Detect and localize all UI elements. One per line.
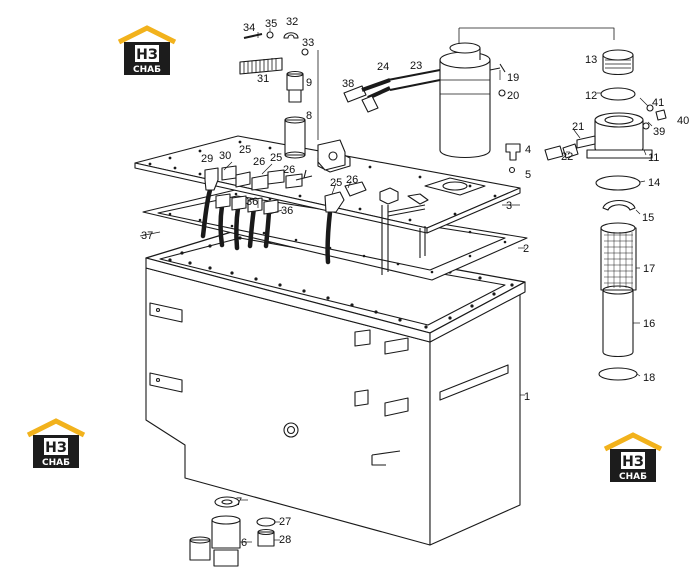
callout-4: 4 — [525, 144, 531, 156]
roof-icon — [26, 418, 86, 438]
drain-plug-assembly — [189, 496, 276, 567]
callout-40: 40 — [677, 115, 689, 127]
callout-39: 39 — [653, 126, 665, 138]
callout-3: 3 — [506, 200, 512, 212]
logo-mark: НЗ СНАБ — [117, 25, 177, 75]
callout-27: 27 — [279, 516, 291, 528]
callout-26c: 26 — [346, 174, 358, 186]
logo-watermark-mid-left: НЗ СНАБ — [25, 418, 87, 470]
callout-2: 2 — [523, 243, 529, 255]
logo-mark: НЗ СНАБ — [26, 418, 86, 468]
callout-15: 15 — [642, 212, 654, 224]
callout-28: 28 — [279, 534, 291, 546]
hose-assemblies — [200, 165, 367, 265]
logo-word: СНАБ — [619, 472, 647, 482]
logo-mark-text: НЗ — [136, 47, 158, 63]
callout-26b: 26 — [283, 164, 295, 176]
callout-16: 16 — [643, 318, 655, 330]
breather-assembly — [239, 31, 346, 171]
callout-6: 6 — [241, 537, 247, 549]
callout-13: 13 — [585, 54, 597, 66]
logo-mark-text: НЗ — [622, 454, 644, 470]
callout-18: 18 — [643, 372, 655, 384]
callout-17: 17 — [643, 263, 655, 275]
logo-word: СНАБ — [133, 65, 161, 75]
logo-watermark-mid-right: НЗ СНАБ — [602, 432, 664, 484]
callout-35: 35 — [265, 18, 277, 30]
callout-24: 24 — [377, 61, 389, 73]
callout-33: 33 — [302, 37, 314, 49]
callout-11: 11 — [648, 152, 659, 164]
callout-32: 32 — [286, 16, 298, 28]
callout-31: 31 — [257, 73, 269, 85]
callout-29: 29 — [201, 153, 213, 165]
callout-7: 7 — [236, 496, 242, 508]
callout-36b: 36 — [281, 205, 293, 217]
tank-body — [145, 229, 526, 546]
leader-lines — [139, 28, 653, 543]
roof-icon — [603, 432, 663, 452]
callout-23: 23 — [410, 60, 422, 72]
logo-mark-text: НЗ — [45, 440, 67, 456]
callout-25a: 25 — [239, 144, 251, 156]
washer-5 — [508, 166, 516, 174]
return-filter-stack — [544, 49, 667, 381]
callout-38: 38 — [342, 78, 354, 90]
logo-mark-bg — [135, 45, 159, 62]
callout-5: 5 — [525, 169, 531, 181]
callout-14: 14 — [648, 177, 660, 189]
logo-mark-bg — [621, 452, 645, 469]
callout-21: 21 — [572, 121, 584, 133]
callout-25b: 25 — [270, 152, 282, 164]
logo-mark: НЗ СНАБ — [603, 432, 663, 482]
callout-37: 37 — [141, 230, 153, 242]
callout-34: 34 — [243, 22, 255, 34]
roof-icon — [117, 25, 177, 45]
callout-41: 41 — [652, 97, 664, 109]
callout-20: 20 — [507, 90, 519, 102]
callout-30: 30 — [219, 150, 231, 162]
callout-22: 22 — [561, 151, 573, 163]
callout-36a: 36 — [246, 196, 258, 208]
callout-12: 12 — [585, 90, 597, 102]
plug-4 — [505, 143, 521, 161]
callout-8: 8 — [306, 110, 312, 122]
callout-1: 1 — [524, 391, 530, 403]
callout-26a: 26 — [253, 156, 265, 168]
callout-9: 9 — [306, 77, 312, 89]
logo-word: СНАБ — [42, 458, 70, 468]
callout-labels: 1 2 3 4 5 6 7 8 9 11 12 13 14 15 16 17 1… — [141, 16, 689, 549]
logo-watermark-top-left: НЗ СНАБ — [116, 25, 178, 77]
callout-25c: 25 — [330, 177, 342, 189]
logo-mark-bg — [44, 438, 68, 455]
callout-19: 19 — [507, 72, 519, 84]
suction-filter-assembly — [343, 27, 615, 158]
